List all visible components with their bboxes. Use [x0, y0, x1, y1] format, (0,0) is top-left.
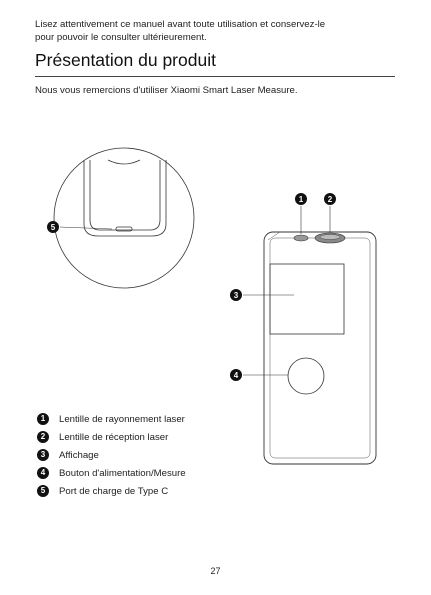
legend-number: 4 — [37, 467, 49, 479]
thanks-text: Nous vous remercions d'utiliser Xiaomi S… — [35, 85, 298, 96]
legend-number: 2 — [37, 431, 49, 443]
legend-item-charging-port: 5 Port de charge de Type C — [37, 482, 186, 500]
power-button-illustration — [287, 357, 325, 395]
legend-number: 1 — [37, 413, 49, 425]
intro-text: Lisez attentivement ce manuel avant tout… — [35, 18, 405, 44]
callout-2: 2 — [324, 193, 336, 205]
svg-text:2: 2 — [328, 195, 333, 204]
title-divider — [35, 76, 395, 77]
svg-text:5: 5 — [51, 223, 56, 232]
page-title: Présentation du produit — [35, 50, 216, 70]
callout-3: 3 — [230, 289, 242, 301]
legend-item-laser-emission-lens: 1 Lentille de rayonnement laser — [37, 410, 186, 428]
callout-1: 1 — [295, 193, 307, 205]
page-number: 27 — [210, 566, 221, 576]
callout-5: 5 — [47, 221, 59, 233]
legend-label: Affichage — [59, 449, 99, 461]
parts-legend: 1 Lentille de rayonnement laser 2 Lentil… — [37, 410, 186, 500]
legend-item-laser-reception-lens: 2 Lentille de réception laser — [37, 428, 186, 446]
svg-text:1: 1 — [299, 195, 304, 204]
intro-line-2: pour pouvoir le consulter ultérieurement… — [35, 32, 207, 43]
legend-number: 3 — [37, 449, 49, 461]
legend-label: Lentille de rayonnement laser — [59, 413, 185, 425]
legend-label: Bouton d'alimentation/Mesure — [59, 467, 186, 479]
legend-label: Port de charge de Type C — [59, 485, 169, 497]
charging-port-detail — [53, 147, 195, 289]
legend-item-power-button: 4 Bouton d'alimentation/Mesure — [37, 464, 186, 482]
legend-item-display: 3 Affichage — [37, 446, 186, 464]
usb-c-port — [115, 226, 133, 232]
legend-number: 5 — [37, 485, 49, 497]
display-screen — [269, 263, 345, 335]
callout-4: 4 — [230, 369, 242, 381]
svg-text:3: 3 — [234, 291, 239, 300]
intro-line-1: Lisez attentivement ce manuel avant tout… — [35, 19, 326, 30]
laser-measure-device — [243, 206, 377, 465]
svg-text:4: 4 — [234, 371, 239, 380]
legend-label: Lentille de réception laser — [59, 431, 169, 443]
laser-emission-lens — [293, 234, 309, 242]
